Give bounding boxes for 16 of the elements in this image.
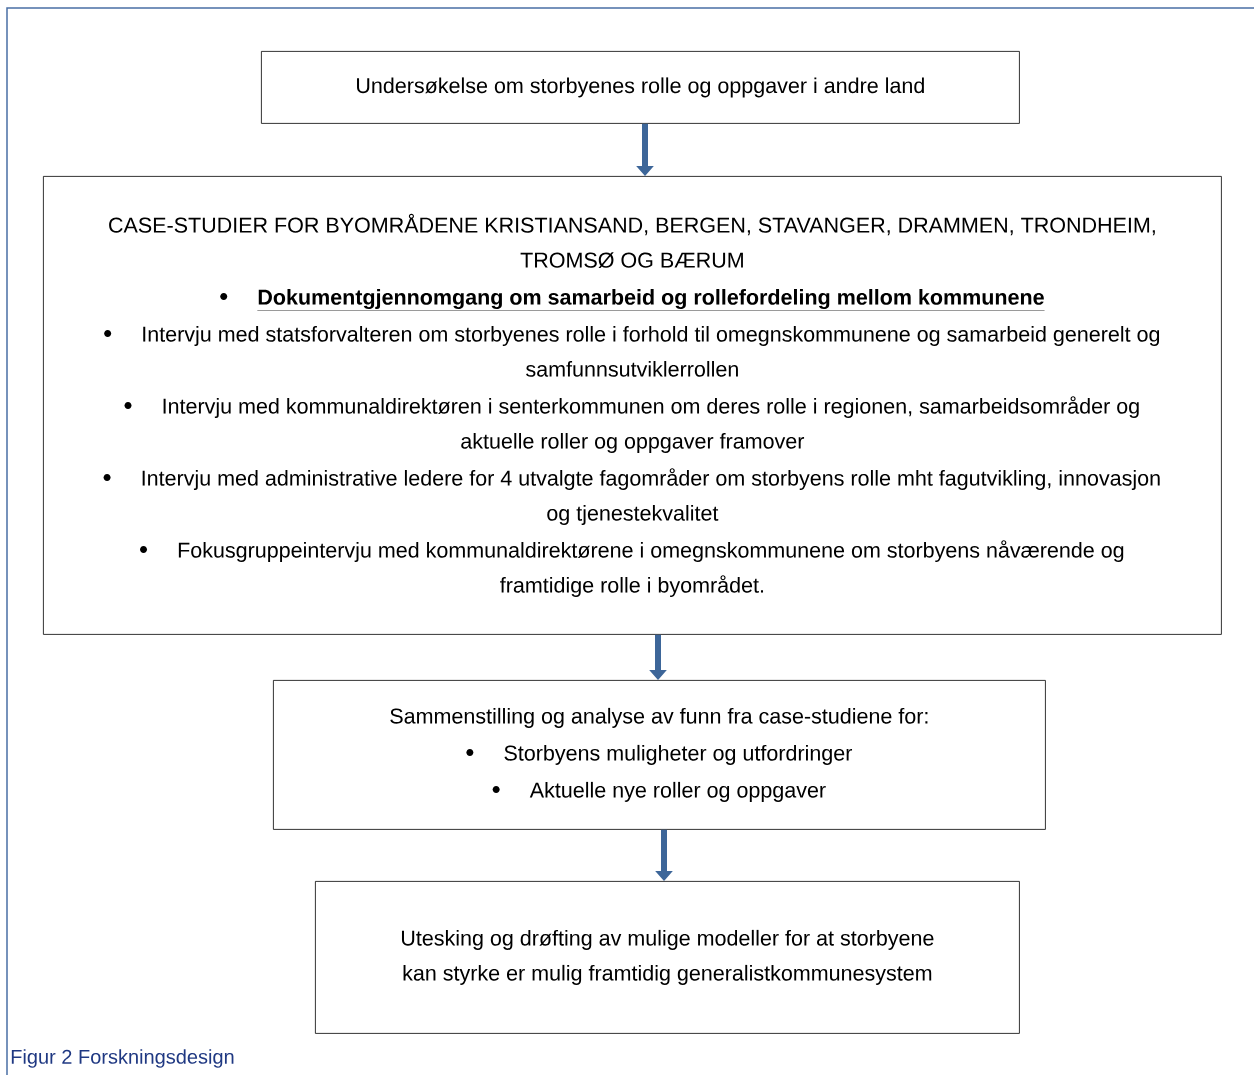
bullet-item: Dokumentgjennomgang om samarbeid og rollefordeling mellom kommunene — [220, 288, 1045, 311]
bullet-item: Intervju med kommunaldirektøren i senterkommunen om deres rolle i regionen, samarbeidsområder og aktuelle roller og oppgaver framover — [124, 396, 1139, 453]
bullet-item: Storbyens muligheter og utfordringer — [466, 744, 852, 765]
box-heading: CASE-STUDIER FOR BYOMRÅDENE KRISTIANSAND, BERGEN, STAVANGER, DRAMMEN, TRONDHEIM, TROMSØ OG BÆRUM — [109, 213, 1155, 269]
process-box — [261, 51, 1020, 124]
bullet-item: Aktuelle nye roller og oppgaver — [492, 781, 826, 802]
process-box — [43, 176, 1222, 635]
box-heading: Utesking og drøfting av mulige modeller for at storbyene kan styrke er mulig framtidig generalistkommunesystem — [402, 929, 934, 985]
bullet-item: Fokusgruppeintervju med kommunaldirektørene i omegnskommunene om storbyens nåværende og framtidige rolle i byområdet. — [140, 540, 1124, 597]
figure-caption: Figur 2 Forskningsdesign — [11, 1049, 234, 1068]
box-heading: Undersøkelse om storbyenes rolle og oppgaver i andre land — [357, 77, 924, 98]
process-box — [273, 680, 1046, 830]
bullet-item: Intervju med statsforvalteren om storbyenes rolle i forhold til omegnskommunene og samarbeid generelt og samfunnsutviklerrollen — [104, 325, 1160, 377]
process-box — [315, 881, 1020, 1034]
box-heading: Sammenstilling og analyse av funn fra case-studiene for: — [390, 707, 928, 728]
bullet-item: Intervju med administrative ledere for 4 utvalgte fagområder om storbyens rolle mht fagutvikling, innovasjon og tjenestekvalitet — [103, 468, 1160, 525]
